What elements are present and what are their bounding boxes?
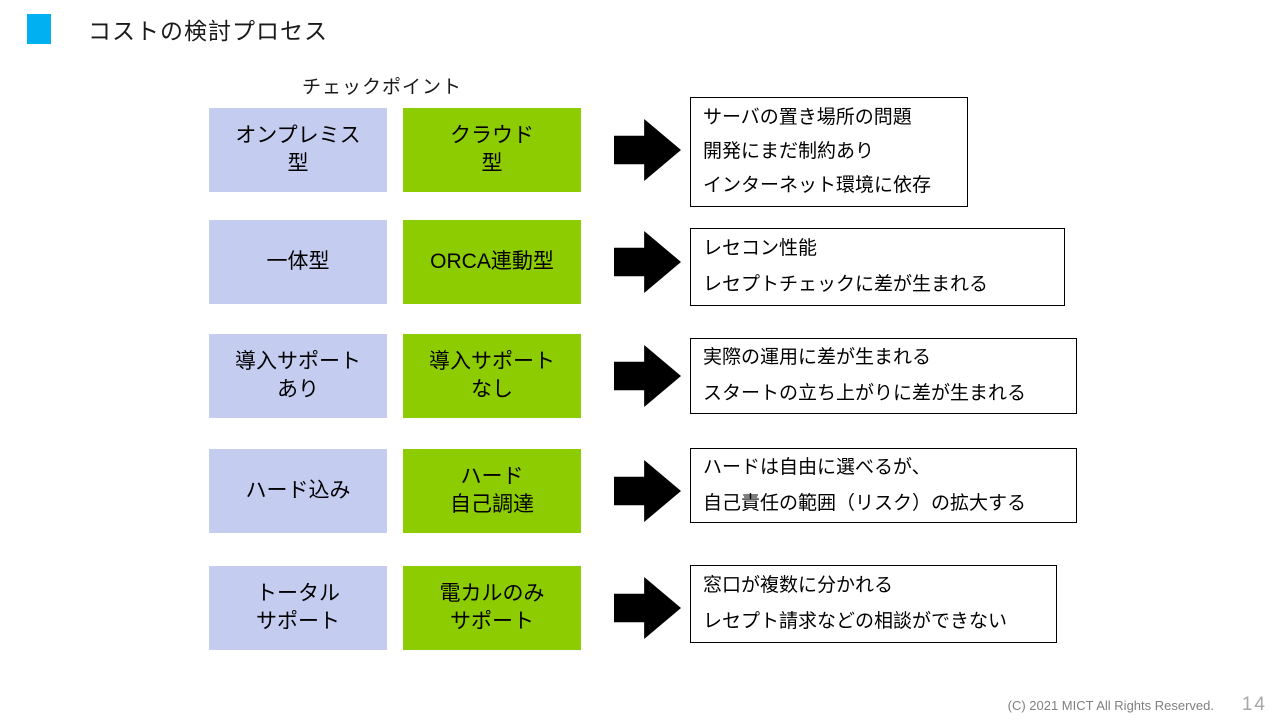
note-box: サーバの置き場所の問題 開発にまだ制約あり インターネット環境に依存 [690, 97, 968, 207]
right-arrow-icon [614, 577, 681, 639]
option-box-right: 電カルのみ サポート [403, 566, 581, 650]
right-arrow-icon [614, 119, 681, 181]
slide-title: コストの検討プロセス [88, 18, 328, 44]
option-box-label: 一体型 [266, 250, 330, 273]
copyright-text: (C) 2021 MICT All Rights Reserved. [1007, 698, 1214, 713]
option-box-label: ORCA連動型 [430, 250, 554, 273]
note-box: レセコン性能 レセプトチェックに差が生まれる [690, 228, 1065, 306]
note-text: 窓口が複数に分かれる レセプト請求などの相談ができない [703, 575, 1008, 632]
right-arrow-icon [614, 345, 681, 407]
note-box: ハードは自由に選べるが、 自己責任の範囲（リスク）の拡大する [690, 448, 1077, 523]
option-box-left: ハード込み [209, 449, 387, 533]
option-box-label: オンプレミス 型 [235, 124, 361, 175]
page-number: 14 [1241, 694, 1267, 715]
note-box: 実際の運用に差が生まれる スタートの立ち上がりに差が生まれる [690, 338, 1077, 414]
option-box-left: 導入サポート あり [209, 334, 387, 418]
option-box-label: トータル サポート [256, 582, 340, 633]
option-box-right: クラウド 型 [403, 108, 581, 192]
note-text: サーバの置き場所の問題 開発にまだ制約あり インターネット環境に依存 [703, 107, 932, 196]
option-box-label: ハード 自己調達 [450, 465, 534, 516]
option-box-right: ハード 自己調達 [403, 449, 581, 533]
checkpoint-label: チェックポイント [302, 77, 463, 98]
option-box-right: ORCA連動型 [403, 220, 581, 304]
right-arrow-icon [614, 231, 681, 293]
note-text: ハードは自由に選べるが、 自己責任の範囲（リスク）の拡大する [703, 456, 1027, 514]
option-box-left: 一体型 [209, 220, 387, 304]
option-box-label: 電カルのみ サポート [439, 582, 545, 633]
option-box-label: クラウド 型 [450, 124, 534, 175]
option-box-label: ハード込み [245, 479, 351, 502]
option-box-left: トータル サポート [209, 566, 387, 650]
note-text: レセコン性能 レセプトチェックに差が生まれる [703, 238, 989, 295]
option-box-left: オンプレミス 型 [209, 108, 387, 192]
title-accent-square [27, 14, 51, 44]
option-box-label: 導入サポート あり [235, 350, 361, 401]
option-box-right: 導入サポート なし [403, 334, 581, 418]
note-text: 実際の運用に差が生まれる スタートの立ち上がりに差が生まれる [703, 347, 1027, 404]
right-arrow-icon [614, 460, 681, 522]
option-box-label: 導入サポート なし [429, 350, 555, 401]
note-box: 窓口が複数に分かれる レセプト請求などの相談ができない [690, 565, 1057, 643]
